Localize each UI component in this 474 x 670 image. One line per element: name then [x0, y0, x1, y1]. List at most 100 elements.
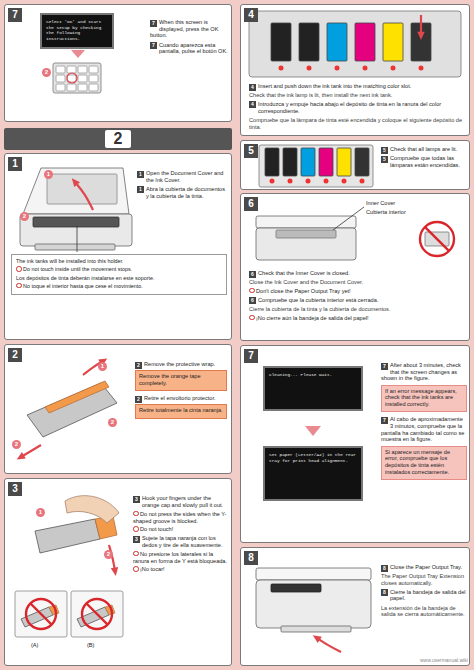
illustration	[5, 154, 231, 339]
note-box: The ink tanks will be installed into thi…	[11, 254, 227, 295]
drawing-part	[78, 84, 87, 91]
box-slot: Retire totalmente la cinta naranja.	[135, 404, 227, 418]
sub-note: Check that the ink lamp is lit, then ins…	[249, 92, 463, 99]
instruction-text: Remove the orange tape completely.	[139, 373, 223, 386]
box-slot: Remove the orange tape completely.	[135, 370, 227, 391]
ink-lamp	[270, 179, 275, 184]
instruction-text: Retire totalmente la cinta naranja.	[139, 407, 223, 414]
lcd-screen: Set paper (Letter/A4) in the rear tray f…	[263, 446, 363, 501]
instruction-text: Open the Document Cover and the Ink Cove…	[137, 170, 227, 183]
drawing-part	[89, 66, 98, 73]
callout-number: 2	[20, 212, 29, 221]
tip-box: Retire totalmente la cinta naranja.	[135, 404, 227, 418]
drawing-part	[17, 452, 26, 459]
warning-row: ¡No tocar!	[133, 566, 228, 573]
warning-row: Do not touch inside until the movement s…	[16, 266, 222, 273]
drawing-part	[35, 244, 115, 250]
instruction-text: Al cabo de aproximadamente 3 minutos, co…	[381, 416, 467, 443]
drawing-part	[256, 580, 371, 628]
part-label: Inner Cover	[366, 200, 426, 207]
drawing-part	[65, 496, 119, 523]
step-badge: 2	[135, 362, 142, 369]
prohibition-sign	[26, 599, 56, 629]
drawing-part	[89, 75, 98, 82]
prohibition-sign	[82, 599, 112, 629]
drawing-part	[265, 148, 279, 176]
sub-note: The Paper Output Tray Extension closes a…	[381, 573, 467, 586]
instruction-text: The ink tanks will be installed into thi…	[16, 258, 222, 265]
step-badge: 5	[381, 147, 388, 154]
drawing-part	[259, 145, 373, 187]
drawing-part	[327, 23, 347, 61]
step-panel: 33Hook your fingers under the orange cap…	[4, 478, 232, 666]
ink-lamp	[279, 66, 284, 71]
step-badge: 6	[249, 297, 256, 304]
drawing-part	[27, 383, 117, 437]
step-number: 7	[8, 8, 22, 22]
warning-row: Do not press the sides when the Y-shaped…	[133, 511, 228, 524]
drawing-part	[256, 216, 356, 228]
drawing-part	[56, 75, 65, 82]
warning-text: No toque el interior hasta que cese el m…	[23, 283, 143, 289]
drawing-part	[337, 148, 351, 176]
step-badge: 8	[381, 565, 388, 572]
prohibition-icon	[249, 288, 255, 294]
prohibition-icon	[16, 266, 22, 272]
step-panel: 11Open the Document Cover and the Ink Co…	[4, 153, 232, 340]
instruction-text: Sujete la tapa naranja con los dedos y t…	[133, 535, 228, 548]
ink-lamp	[360, 179, 365, 184]
figure-label: (B)	[86, 642, 95, 648]
ink-lamp	[342, 179, 347, 184]
drawing-part	[355, 148, 369, 176]
callout-number: 2	[42, 68, 51, 77]
drawing-part	[313, 635, 322, 643]
drawing-part	[271, 584, 321, 592]
instruction-text: Cierre la bandeja de salida del papel.	[381, 589, 467, 602]
drawing-part	[425, 227, 449, 251]
step-number: 3	[8, 482, 22, 496]
step-badge: 7	[150, 42, 157, 49]
drawing-part	[33, 217, 119, 227]
step-number: 6	[244, 197, 258, 211]
drawing-part	[35, 519, 100, 553]
box-slot: Si aparece un mensaje de error, comprueb…	[381, 446, 467, 480]
step-badge: 7	[381, 363, 388, 370]
watermark: www.usermanual.wiki	[420, 657, 468, 663]
drawing-part	[15, 591, 67, 637]
warning-text: ¡No tocar!	[140, 566, 165, 572]
warning-box: If an error message appears, check that …	[381, 385, 467, 413]
drawing-part	[256, 228, 356, 260]
drawing-part	[89, 84, 98, 91]
ink-lamp	[419, 66, 424, 71]
step-badge: 4	[249, 101, 256, 108]
instruction-text: Hook your fingers under the orange cap a…	[133, 495, 228, 508]
step-panel: 77When this screen is displayed, press t…	[4, 4, 232, 122]
step-badge: 5	[381, 156, 388, 163]
tip-box: Remove the orange tape completely.	[135, 370, 227, 391]
drawing-part	[23, 168, 129, 214]
drawing-part	[31, 604, 52, 625]
lcd-screen: Cleaning... Please wait.	[263, 366, 363, 411]
instruction-text: Los depósitos de tinta deberán instalars…	[16, 275, 222, 282]
step-badge: 8	[381, 589, 388, 596]
step-badge: 2	[135, 396, 142, 403]
instruction-text: Close the Paper Output Tray.	[381, 564, 467, 571]
drawing-part	[45, 381, 109, 413]
ink-lamp	[306, 179, 311, 184]
illustration	[241, 5, 469, 135]
instruction-text: Cuando aparezca esta pantalla, pulse el …	[150, 42, 228, 55]
callout-number: 2	[104, 550, 113, 559]
instruction-text: Compruebe que todas las lámparas están e…	[381, 155, 467, 168]
instruction-text: Check that the Inner Cover is closed.	[249, 270, 463, 277]
drawing-part	[53, 63, 101, 93]
step-badge: 3	[133, 536, 140, 543]
drawing-part	[67, 84, 76, 91]
drawing-part	[281, 626, 351, 632]
drawing-part	[56, 66, 65, 73]
prohibition-icon	[249, 315, 255, 321]
drawing-part	[20, 214, 132, 246]
ink-lamp	[363, 66, 368, 71]
section-number: 2	[105, 130, 132, 148]
section-band: 2	[4, 128, 232, 150]
callout-number: 1	[98, 362, 107, 371]
